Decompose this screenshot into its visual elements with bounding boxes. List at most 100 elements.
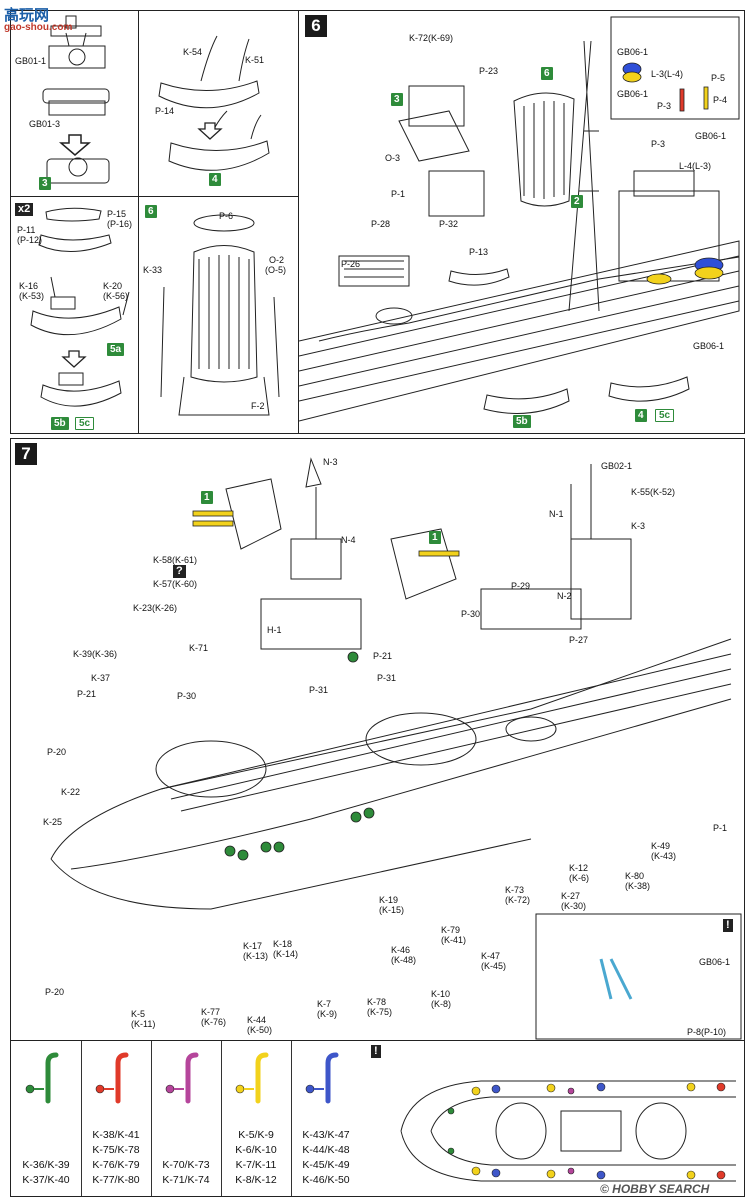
part-label: H-1 xyxy=(267,625,282,635)
part-label: (K-56) xyxy=(103,291,129,301)
part-label: K-54 xyxy=(183,47,203,57)
part-label: (P-16) xyxy=(107,219,133,229)
part-label: K-73 xyxy=(505,885,525,895)
panel-motorboat-assembly: x2 P-15 (P-16) P-11 (P-12) K-16 (K-53) K… xyxy=(10,196,140,434)
part-label: (K-9) xyxy=(317,1009,337,1019)
subassembly-marker: 4 xyxy=(209,173,221,186)
part-label: (K-75) xyxy=(367,1007,393,1017)
part-label: K-71 xyxy=(189,643,209,653)
part-label: P-29 xyxy=(511,581,531,591)
subassembly-marker: 5c xyxy=(75,417,95,430)
legend-line: K-6/K-10 xyxy=(235,1144,277,1156)
step-6-panel: 6 xyxy=(298,10,745,434)
part-label: K-37 xyxy=(91,673,111,683)
part-label: P-6 xyxy=(219,211,234,221)
part-label: GB06-1 xyxy=(699,957,731,967)
part-label: P-20 xyxy=(47,747,67,757)
subassembly-marker: 6 xyxy=(145,205,157,218)
part-label: K-46 xyxy=(391,945,411,955)
colored-part-icon xyxy=(235,1052,269,1104)
subassembly-marker: 1 xyxy=(429,531,441,544)
part-label: K-7 xyxy=(317,999,332,1009)
part-label: P-8(P-10) xyxy=(687,1027,727,1037)
part-label: K-51 xyxy=(245,55,265,65)
part-label: (K-38) xyxy=(625,881,651,891)
part-label: P-3 xyxy=(657,101,672,111)
part-label: (K-50) xyxy=(247,1025,273,1035)
subassembly-marker: 1 xyxy=(201,491,213,504)
part-label: GB01-3 xyxy=(29,119,61,129)
part-label: P-4 xyxy=(713,95,728,105)
part-label: GB06-1 xyxy=(693,341,725,351)
legend-line: K-46/K-50 xyxy=(302,1174,350,1186)
part-label: GB02-1 xyxy=(601,461,633,471)
part-label: K-23(K-26) xyxy=(133,603,178,613)
part-label: (K-8) xyxy=(431,999,451,1009)
part-label: K-3 xyxy=(631,521,646,531)
part-label: K-44 xyxy=(247,1015,267,1025)
part-label: P-3 xyxy=(651,139,666,149)
part-label: (K-45) xyxy=(481,961,507,971)
part-label: N-1 xyxy=(549,509,564,519)
part-label: P-31 xyxy=(377,673,397,683)
part-label: (K-53) xyxy=(19,291,45,301)
part-label: (K-48) xyxy=(391,955,417,965)
part-label: K-22 xyxy=(61,787,81,797)
part-label: K-77 xyxy=(201,1007,221,1017)
legend-line: K-76/K-79 xyxy=(92,1159,140,1171)
part-label: L-4(L-3) xyxy=(679,161,712,171)
legend-line: K-7/K-11 xyxy=(235,1159,277,1171)
panel-funnel-assembly: 6 P-6 K-33 O-2 (O-5) F-2 xyxy=(138,196,300,434)
part-label: K-18 xyxy=(273,939,293,949)
part-label: K-80 xyxy=(625,871,645,881)
part-label: GB06-1 xyxy=(617,89,649,99)
step-7-panel: 7 xyxy=(10,438,745,1042)
part-label: K-33 xyxy=(143,265,163,275)
part-label: (K-30) xyxy=(561,901,587,911)
part-label: (K-76) xyxy=(201,1017,227,1027)
part-label: (K-41) xyxy=(441,935,467,945)
part-label: K-78 xyxy=(367,997,387,1007)
part-label: O-3 xyxy=(385,153,401,163)
part-label: P-1 xyxy=(713,823,728,833)
part-label: K-12 xyxy=(569,863,589,873)
part-label: P-20 xyxy=(45,987,65,997)
part-label: P-28 xyxy=(371,219,391,229)
part-label: K-5 xyxy=(131,1009,146,1019)
question-marker: ? xyxy=(173,565,186,578)
part-label: P-15 xyxy=(107,209,127,219)
part-label: N-2 xyxy=(557,591,572,601)
part-label: P-31 xyxy=(309,685,329,695)
part-label: K-58(K-61) xyxy=(153,555,198,565)
legend-line: K-38/K-41 xyxy=(92,1129,140,1141)
legend-line: K-70/K-73 xyxy=(162,1159,210,1171)
gb01-drawing xyxy=(42,15,110,184)
part-label: P-11 xyxy=(17,225,36,235)
part-label: (K-11) xyxy=(131,1019,156,1029)
part-label: P-30 xyxy=(177,691,197,701)
colored-part-icon xyxy=(305,1052,339,1104)
legend-line: K-36/K-39 xyxy=(22,1159,70,1171)
legend-line: K-43/K-47 xyxy=(302,1129,350,1141)
deck-plan-drawing xyxy=(400,1080,736,1182)
site-watermark: 高玩网 xyxy=(4,7,50,24)
step-number: 6 xyxy=(305,15,327,37)
legend-line: K-8/K-12 xyxy=(235,1174,277,1186)
attention-marker: ! xyxy=(723,919,733,932)
subassembly-marker: 4 xyxy=(635,409,647,422)
part-label: N-3 xyxy=(323,457,338,467)
part-label: (K-72) xyxy=(505,895,531,905)
colored-part-icon xyxy=(165,1052,199,1104)
part-label: K-20 xyxy=(103,281,123,291)
part-label: N-4 xyxy=(341,535,356,545)
subassembly-marker: 6 xyxy=(541,67,553,80)
